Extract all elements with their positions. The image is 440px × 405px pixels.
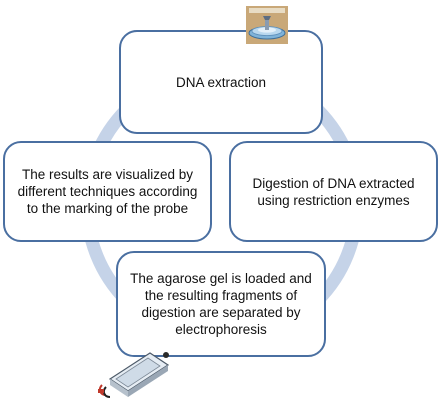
step-electrophoresis: The agarose gel is loaded and the result…: [116, 251, 326, 357]
step-dna-extraction: DNA extraction: [119, 30, 323, 134]
step-visualization-label: The results are visualized by different …: [17, 167, 198, 216]
step-electrophoresis-label: The agarose gel is loaded and the result…: [130, 271, 312, 337]
electrophoresis-apparatus-icon: [98, 352, 170, 398]
step-visualization: The results are visualized by different …: [3, 141, 212, 242]
petri-dish-icon: [246, 6, 288, 44]
step-dna-extraction-label: DNA extraction: [175, 74, 267, 90]
step-digestion-label: Digestion of DNA extracted using restric…: [252, 175, 415, 208]
step-digestion: Digestion of DNA extracted using restric…: [229, 141, 438, 242]
